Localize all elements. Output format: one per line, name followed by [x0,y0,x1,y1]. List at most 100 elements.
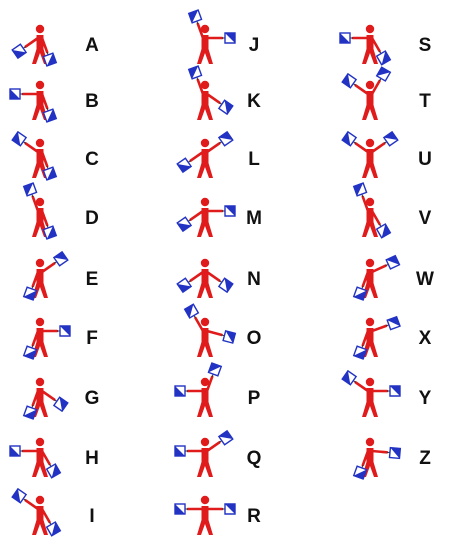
figure-head [201,259,209,267]
signal-u: U [342,132,432,178]
flag [225,504,235,514]
signal-letter: P [248,388,261,409]
signal-y: Y [342,371,431,417]
flag [377,67,391,81]
flag [377,224,391,238]
signal-letter: T [419,91,431,112]
signal-m: M [177,198,262,237]
flag [225,33,235,43]
flag [175,386,185,396]
figure-head [36,318,44,326]
figure-head [201,198,209,206]
figure-head [201,139,209,147]
figure [197,198,213,237]
signal-i: I [12,489,94,536]
figure-head [366,438,374,446]
signal-c: C [12,132,99,180]
flag [185,304,199,318]
flag [354,183,367,196]
signal-letter: N [247,269,261,290]
figure-head [36,496,44,504]
signal-letter: D [85,208,99,229]
signal-letter: R [247,506,261,527]
signal-letter: G [85,388,100,409]
figure [362,139,378,178]
figure-head [366,139,374,147]
flag [177,278,191,292]
flag [24,287,37,300]
flag [219,431,233,445]
flag [219,278,233,292]
flag [387,317,400,330]
flag [10,446,20,456]
flag [354,466,367,479]
figure [197,438,213,477]
flag [177,158,191,172]
signal-t: T [342,67,431,120]
flag [54,252,68,266]
flag [208,363,221,376]
figure [197,496,213,535]
signal-letter: Q [247,448,262,469]
signal-a: A [12,25,99,66]
flag [43,167,56,180]
signal-p: P [175,363,261,417]
signal-letter: A [85,35,99,56]
flag [219,100,233,114]
signal-f: F [24,318,98,359]
flag [219,132,233,146]
flag [12,44,26,58]
signal-k: K [189,66,261,120]
flag [340,33,350,43]
signal-letter: S [419,35,432,56]
flag [354,287,367,300]
flag [43,226,56,239]
flag [225,206,235,216]
flag [189,66,202,79]
figure-head [201,318,209,326]
signal-d: D [24,183,99,239]
signal-letter: H [85,448,99,469]
flag [177,217,191,231]
signal-j: J [189,10,260,64]
signal-letter: W [416,269,434,290]
signal-q: Q [175,431,261,477]
figure [197,139,213,178]
signal-letter: X [419,328,432,349]
flag [223,331,235,343]
signal-letter: E [86,269,99,290]
flag [377,51,391,65]
flag [47,522,61,536]
figure-head [201,438,209,446]
signal-letter: K [247,91,261,112]
flag [24,346,37,359]
signal-letter: O [247,328,262,349]
figure-head [36,378,44,386]
flag [24,183,37,196]
figure-head [36,438,44,446]
flag [386,256,399,269]
figure-head [366,318,374,326]
flag [43,53,56,66]
flag [60,326,70,336]
signal-letter: L [248,149,260,170]
signal-r: R [175,496,261,535]
flag [12,132,26,146]
figure-head [201,496,209,504]
flag [390,386,400,396]
flag [54,397,68,411]
signal-o: O [185,304,262,357]
signal-letter: U [418,149,432,170]
flag [389,448,400,459]
figure [362,378,378,417]
flag [24,406,37,419]
signal-s: S [340,25,431,65]
flag [43,109,56,122]
signal-g: G [24,378,100,419]
flag [354,346,367,359]
signal-n: N [177,259,261,298]
signal-h: H [10,438,99,478]
signal-w: W [354,256,434,300]
signal-letter: J [249,35,260,56]
